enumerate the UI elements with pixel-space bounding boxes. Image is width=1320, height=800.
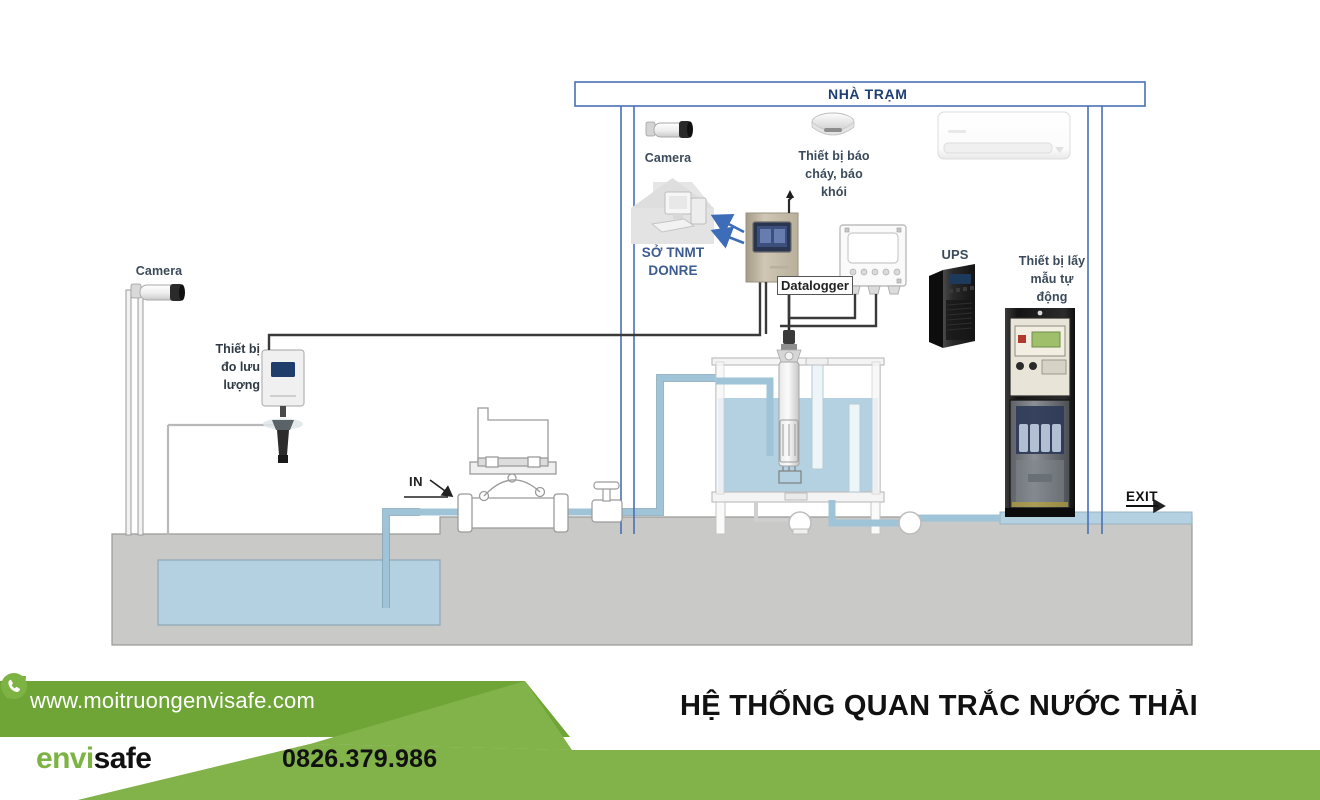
- label-inlet: IN: [409, 474, 423, 489]
- label-camera-outdoor: Camera: [135, 264, 183, 278]
- cabinet-wiring: [764, 282, 878, 334]
- camera-outdoor-icon: [130, 283, 185, 301]
- analyzer-probe: [776, 290, 802, 467]
- ups-device: [929, 264, 975, 348]
- control-cabinet: [745, 190, 799, 283]
- pump-unit: [457, 407, 569, 533]
- diagram-svg: [111, 81, 1193, 646]
- station-house-outline: [574, 81, 1146, 534]
- wastewater-monitoring-diagram: NHÀ TRẠM Camera Camera Thiết bị báo cháy…: [111, 81, 1193, 646]
- label-flowmeter-line2: đo lưu: [221, 360, 260, 374]
- footer-diagonal-wedge: [310, 681, 572, 750]
- footer-website[interactable]: www.moitruongenvisafe.com: [30, 688, 316, 713]
- station-title: NHÀ TRẠM: [828, 86, 908, 102]
- brand-logo-part2: safe: [93, 742, 152, 775]
- smoke-detector-icon: [811, 112, 855, 136]
- label-flowmeter-line3: lượng: [223, 378, 260, 392]
- inlet-arrow: [404, 479, 454, 498]
- analyzer-controller: [839, 224, 907, 295]
- label-fire-alarm-line1: Thiết bị báo: [798, 149, 870, 163]
- label-fire-alarm-line3: khói: [820, 185, 848, 199]
- label-camera-station: Camera: [644, 151, 692, 165]
- label-autosampler-line1: Thiết bị lấy: [1018, 254, 1086, 268]
- label-autosampler-line3: động: [1036, 290, 1068, 304]
- donre-server-icon: [631, 178, 714, 244]
- footer-title: HỆ THỐNG QUAN TRẮC NƯỚC THẢI: [680, 690, 1198, 722]
- label-exit: EXIT: [1126, 489, 1159, 507]
- brand-logo: envisafe: [36, 742, 152, 776]
- label-donre-line1: SỞ TNMT: [641, 245, 705, 260]
- flow-meter-device: [261, 349, 305, 463]
- label-autosampler-line2: mẫu tự: [1030, 272, 1074, 286]
- signal-cable-flowmeter: [267, 282, 762, 350]
- air-conditioner-icon: [937, 111, 1071, 160]
- label-donre-line2: DONRE: [648, 263, 698, 278]
- data-transmit-arrows: [710, 213, 745, 249]
- tank-underpipes: [754, 500, 922, 535]
- underground-basin-water: [157, 559, 441, 626]
- label-datalogger: Datalogger: [777, 276, 853, 295]
- footer-band-fill: [78, 744, 1320, 800]
- brand-logo-part1: envi: [36, 742, 94, 775]
- label-ups: UPS: [941, 247, 969, 262]
- auto-sampler-device: [1005, 308, 1075, 517]
- brand-footer: www.moitruongenvisafe.com HỆ THỐNG QUAN …: [0, 672, 1320, 800]
- footer-shapes: [0, 681, 1320, 800]
- valve: [591, 481, 623, 523]
- camera-station-icon: [645, 121, 693, 138]
- label-fire-alarm-line2: cháy, báo: [805, 167, 863, 181]
- phone-icon: [1, 673, 27, 699]
- footer-phone[interactable]: 0826.379.986: [282, 745, 438, 773]
- label-flowmeter-line1: Thiết bị: [215, 342, 260, 356]
